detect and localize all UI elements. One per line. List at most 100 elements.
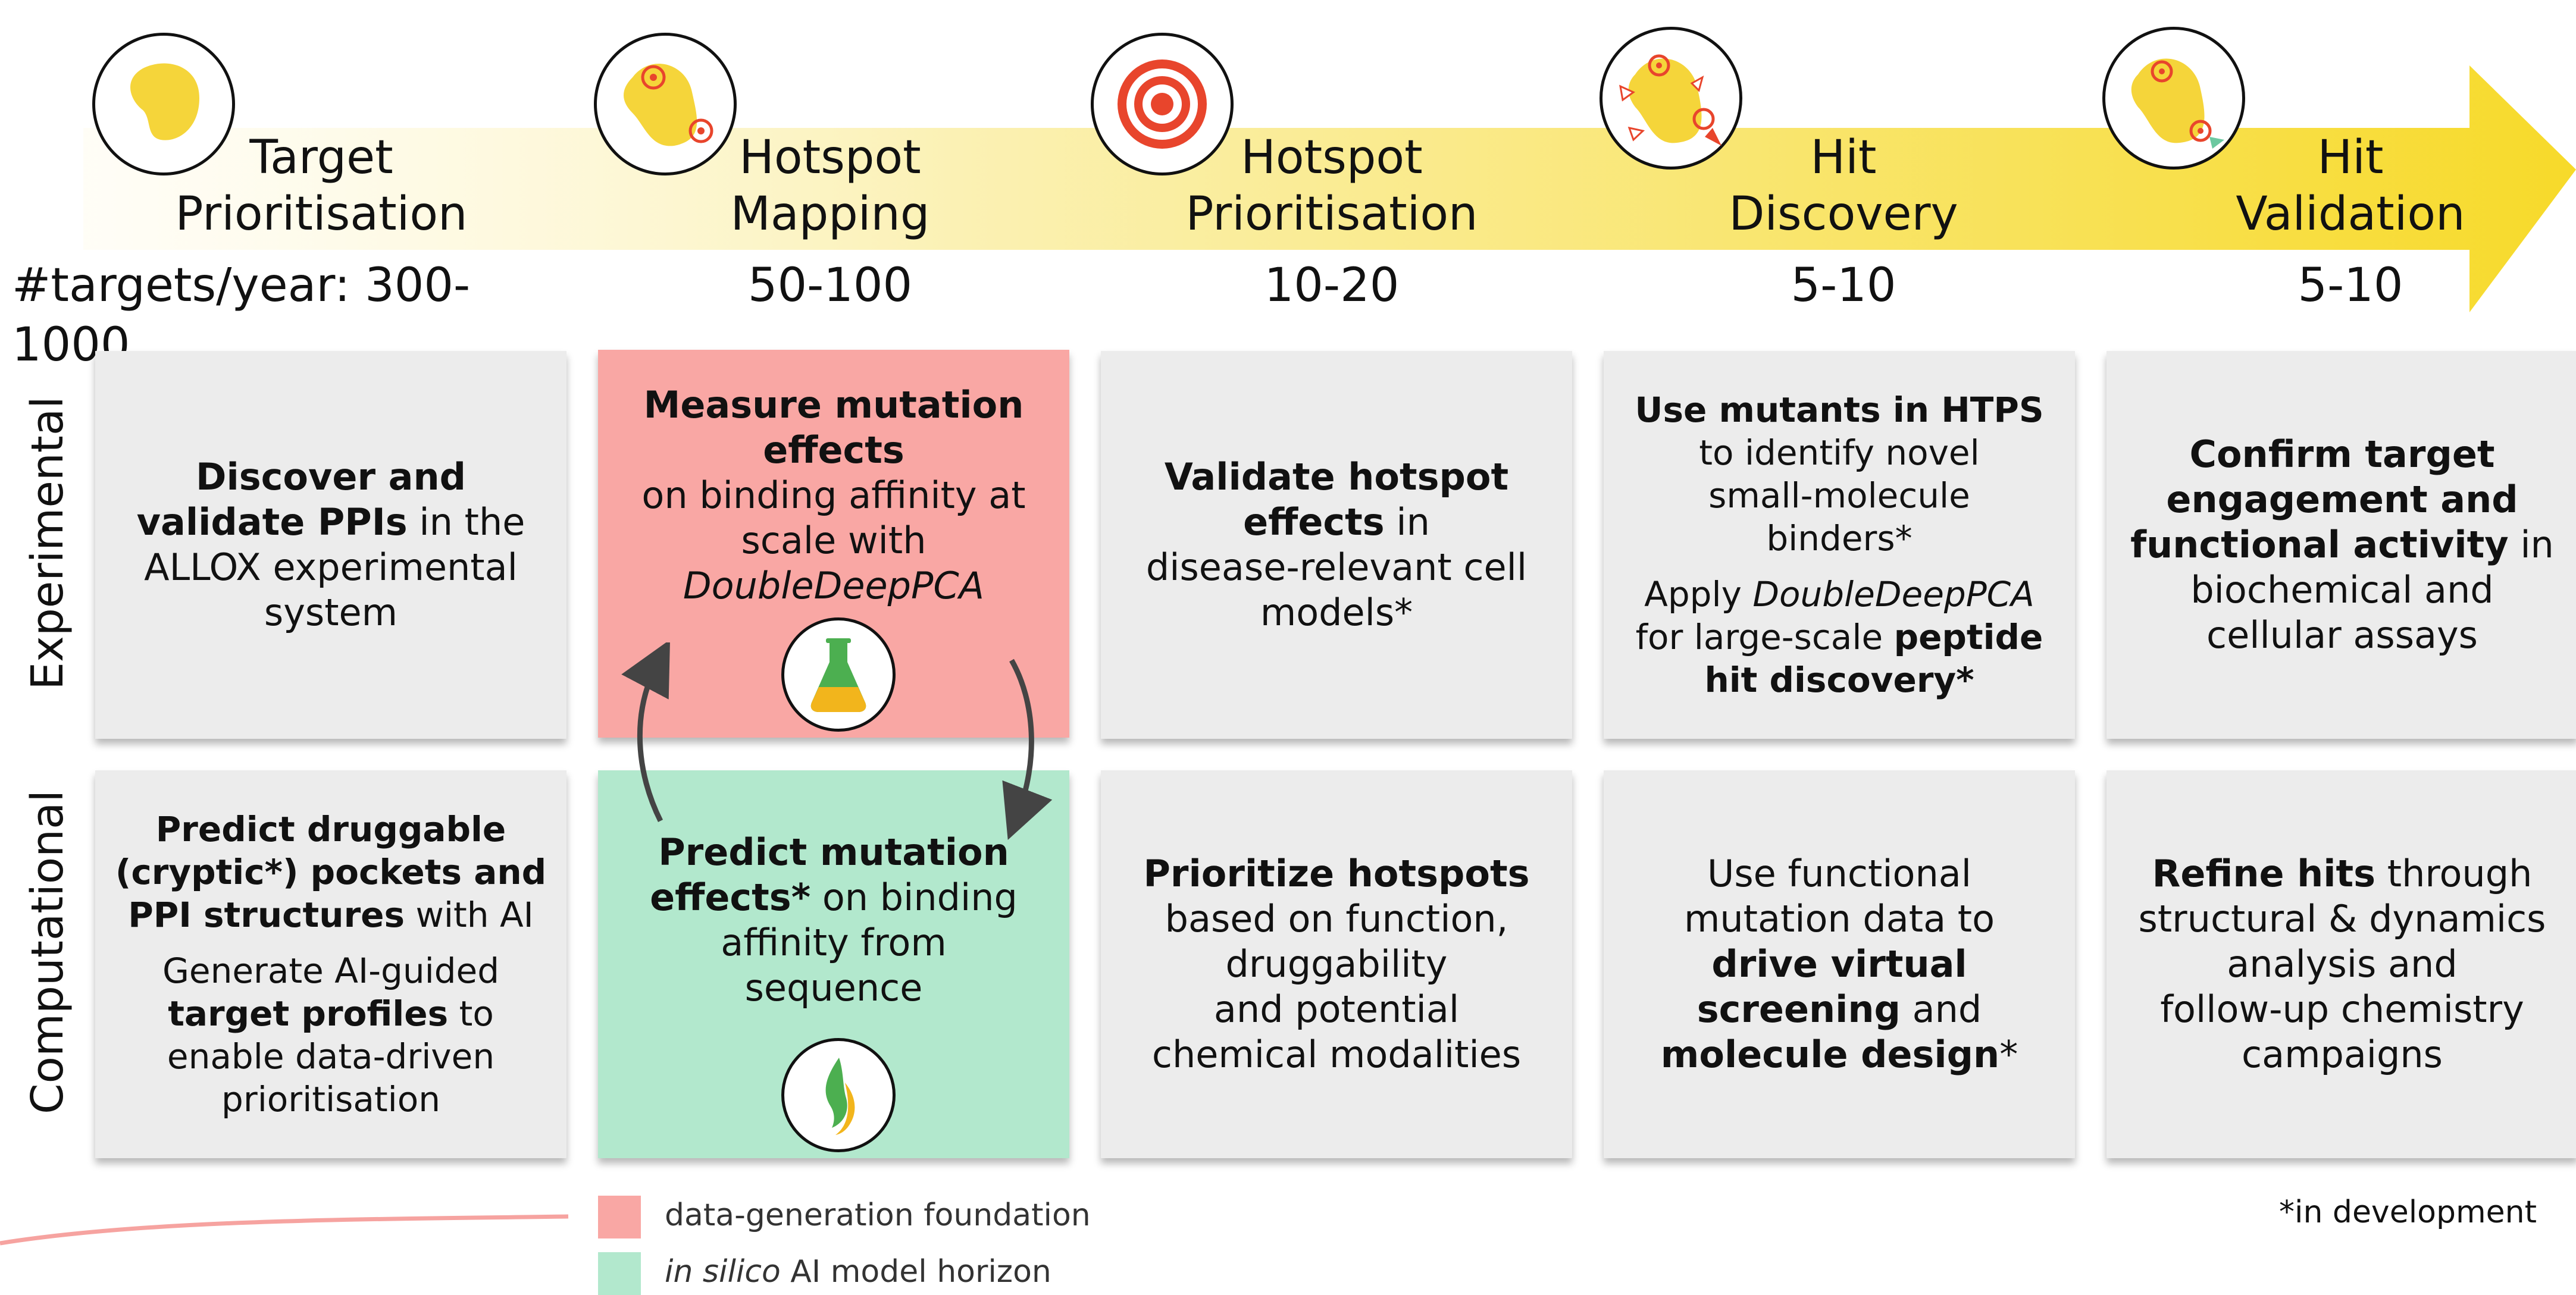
- stage-title-line1: Hotspot: [1241, 131, 1423, 184]
- card-text: models*: [1260, 591, 1413, 634]
- card-text: Predict druggable: [155, 809, 506, 849]
- card-text: with AI: [405, 895, 534, 935]
- card-text: Apply: [1644, 574, 1753, 614]
- arrow-down: [1002, 659, 1053, 840]
- flask-icon: [781, 617, 896, 732]
- card-text: chemical modalities: [1151, 1033, 1522, 1076]
- decorative-line: [0, 1214, 569, 1246]
- card-text: mutation data to: [1683, 897, 1995, 940]
- stage-title-line2: Mapping: [730, 187, 930, 241]
- card-text: DoubleDeepPCA: [1752, 574, 2034, 614]
- card-text: scale with: [741, 519, 927, 562]
- card-experimental-target-prioritisation: Discover and validate PPIs in the ALLOX …: [95, 351, 566, 739]
- card-text: and potential: [1213, 987, 1460, 1031]
- card-text: engagement and: [2166, 478, 2518, 521]
- card-text: to identify novel: [1699, 432, 1980, 473]
- card-text: based on function,: [1165, 897, 1508, 940]
- card-text: *: [1999, 1033, 2018, 1076]
- card-text: campaigns: [2241, 1033, 2443, 1076]
- card-text: ALLOX experimental: [144, 545, 518, 589]
- stage-title-hotspot-prioritisation: Hotspot Prioritisation: [1106, 130, 1558, 243]
- card-experimental-hotspot-prioritisation: Validate hotspot effects in disease-rele…: [1101, 351, 1572, 739]
- card-text: through: [2375, 852, 2533, 895]
- card-text: in: [1384, 500, 1430, 544]
- stage-count: 50-100: [747, 259, 913, 312]
- card-text: Use functional: [1707, 852, 1972, 895]
- card-text: binders*: [1766, 518, 1913, 559]
- stage-title-hit-validation: Hit Validation: [2124, 130, 2576, 243]
- row-label-computational: Computational: [22, 790, 73, 1114]
- legend-label-red: data-generation foundation: [665, 1197, 1091, 1233]
- card-text: Prioritize hotspots: [1143, 852, 1530, 895]
- stage-title-line2: Discovery: [1729, 187, 1958, 241]
- protein-validated-hit-icon: [2102, 27, 2245, 170]
- card-text: and: [1900, 987, 1982, 1031]
- card-text: enable data-driven: [167, 1036, 495, 1077]
- card-computational-hit-discovery: Use functional mutation data to drive vi…: [1604, 770, 2075, 1158]
- protein-hotspots-icon: [594, 33, 737, 175]
- card-text: effects: [763, 428, 904, 472]
- stage-title-line1: Hit: [2317, 131, 2384, 184]
- stage-title-hotspot-mapping: Hotspot Mapping: [604, 130, 1056, 243]
- card-text: cellular assays: [2206, 613, 2478, 657]
- card-text: affinity from: [721, 921, 947, 964]
- card-text: sequence: [744, 966, 923, 1009]
- card-text: for large-scale: [1635, 617, 1894, 657]
- legend-label-green-italic: in silico: [665, 1254, 781, 1290]
- legend-label-green-text: AI model horizon: [780, 1254, 1051, 1290]
- card-text: Validate hotspot: [1164, 455, 1509, 498]
- legend-swatch-red: [598, 1196, 641, 1238]
- card-text: system: [264, 591, 398, 634]
- card-text: hit discovery*: [1704, 660, 1974, 700]
- card-text: functional activity: [2130, 523, 2509, 566]
- card-text: PPI structures: [128, 895, 405, 935]
- stage-title-line2: Validation: [2236, 187, 2465, 241]
- stage-count: 10-20: [1264, 259, 1400, 312]
- stage-count: 5-10: [2298, 259, 2403, 312]
- card-text: in the: [407, 500, 525, 544]
- card-text: in: [2508, 523, 2554, 566]
- card-text: target profiles: [168, 993, 449, 1034]
- arrow-up: [621, 642, 671, 823]
- stage-title-line1: Hotspot: [739, 131, 921, 184]
- card-text: Predict mutation: [658, 830, 1009, 874]
- stage-title-line1: Hit: [1810, 131, 1877, 184]
- card-text: Confirm target: [2189, 432, 2495, 476]
- protein-hits-icon: [1600, 27, 1742, 170]
- row-label-experimental: Experimental: [22, 396, 73, 690]
- legend-label-green: in silico AI model horizon: [665, 1254, 1051, 1290]
- stage-title-line1: Target: [249, 131, 393, 184]
- card-text: biochemical and: [2190, 568, 2494, 612]
- card-text: prioritisation: [221, 1079, 440, 1120]
- card-text: (cryptic*) pockets and: [115, 852, 547, 892]
- card-text: DoubleDeepPCA: [683, 564, 985, 607]
- card-text: molecule design: [1660, 1033, 2000, 1076]
- card-computational-hotspot-prioritisation: Prioritize hotspots based on function, d…: [1101, 770, 1572, 1158]
- legend-swatch-green: [598, 1252, 641, 1295]
- pipeline-arrow: [83, 65, 2576, 312]
- cycle-arrows: [621, 642, 1053, 840]
- card-text: effects*: [650, 876, 811, 919]
- card-text: screening: [1697, 987, 1901, 1031]
- card-text: Measure mutation: [643, 383, 1024, 427]
- card-text: structural & dynamics: [2138, 897, 2546, 940]
- footnote: *in development: [2279, 1194, 2537, 1230]
- card-text: small-molecule: [1708, 475, 1970, 516]
- card-text: effects: [1243, 500, 1385, 544]
- card-text: Discover and: [196, 455, 466, 498]
- card-text: druggability: [1225, 942, 1448, 986]
- stage-title-line2: Prioritisation: [175, 187, 468, 241]
- card-text: peptide: [1893, 617, 2043, 657]
- stage-count: 5-10: [1791, 259, 1896, 312]
- card-text: Use mutants in HTPS: [1635, 390, 2044, 430]
- ai-flame-icon: [781, 1038, 896, 1152]
- stage-count: #targets/year: 300-1000: [12, 259, 471, 372]
- stage-title-line2: Prioritisation: [1185, 187, 1478, 241]
- protein-icon: [92, 33, 235, 175]
- card-text: on binding affinity at: [641, 474, 1026, 517]
- card-computational-hit-validation: Refine hits through structural & dynamic…: [2107, 770, 2576, 1158]
- card-experimental-hit-validation: Confirm target engagement and functional…: [2107, 351, 2576, 739]
- card-text: Refine hits: [2152, 852, 2376, 895]
- card-text: drive virtual: [1711, 942, 1967, 986]
- target-icon: [1091, 33, 1234, 175]
